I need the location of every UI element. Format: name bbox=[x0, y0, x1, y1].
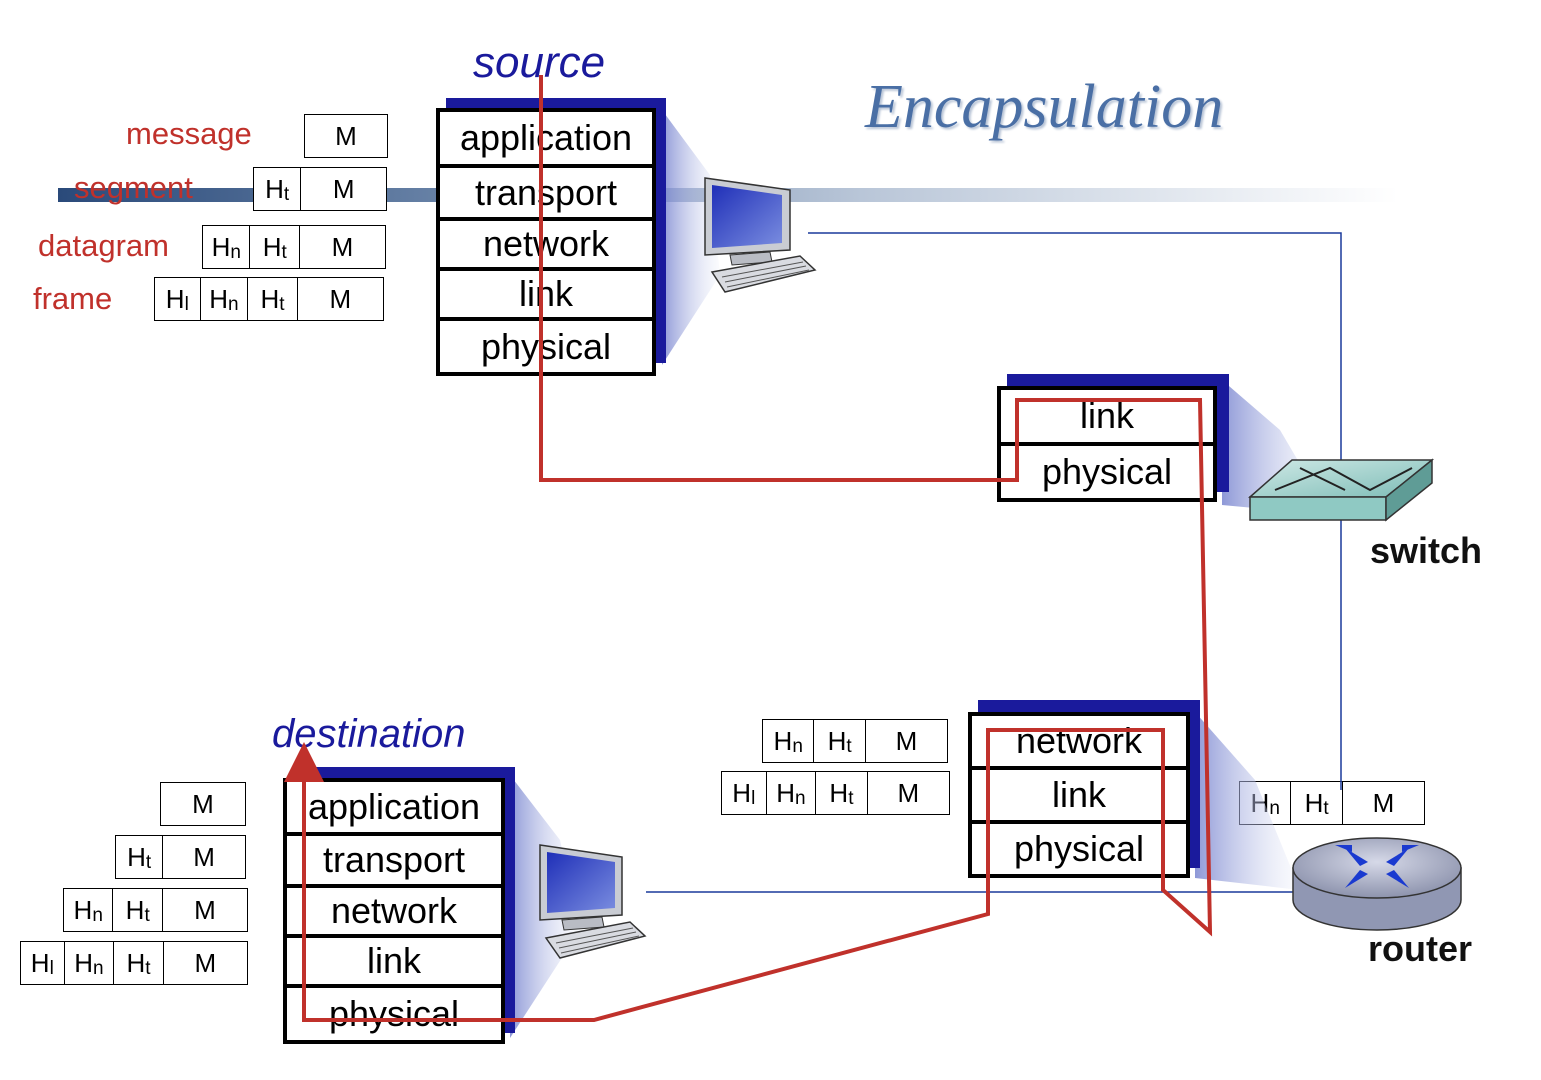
source-layer-application: application bbox=[440, 112, 652, 168]
source-protocol-stack: application transport network link physi… bbox=[436, 98, 668, 378]
segment-label: segment bbox=[74, 170, 193, 205]
router-icon bbox=[1292, 837, 1462, 931]
switch-icon bbox=[1248, 458, 1435, 522]
destination-layer-physical: physical bbox=[328, 993, 460, 1034]
payload-m: M bbox=[1372, 787, 1395, 818]
destination-layer-transport: transport bbox=[287, 836, 501, 888]
payload-m: M bbox=[193, 841, 215, 872]
router-wedge bbox=[1195, 712, 1300, 890]
destination-layer-application: application bbox=[287, 782, 501, 836]
switch-layer-link: link bbox=[1001, 390, 1213, 446]
source-computer-icon bbox=[704, 177, 817, 293]
destination-computer-icon bbox=[539, 844, 647, 959]
router-layer-network: network bbox=[972, 716, 1186, 770]
destination-protocol-stack: application transport network link physi… bbox=[283, 767, 517, 1045]
switch-layer-physical: physical bbox=[1041, 451, 1173, 492]
destination-layer-link: link bbox=[287, 938, 501, 988]
source-layer-network: network bbox=[440, 221, 652, 271]
message-label: message bbox=[126, 116, 252, 151]
source-layer-transport: transport bbox=[440, 168, 652, 221]
router-layer-physical: physical bbox=[1013, 828, 1145, 869]
frame-label: frame bbox=[33, 281, 113, 316]
payload-m: M bbox=[194, 947, 217, 978]
datagram-label: datagram bbox=[38, 228, 169, 263]
destination-layer-network: network bbox=[287, 888, 501, 938]
router-layer-link: link bbox=[972, 770, 1186, 824]
switch-protocol-stack: link physical bbox=[997, 374, 1229, 504]
source-layer-physical: physical bbox=[480, 325, 612, 367]
router-protocol-stack: network link physical bbox=[968, 700, 1202, 880]
switch-label: switch bbox=[1370, 530, 1483, 571]
destination-message-pdu: M bbox=[160, 782, 246, 826]
source-layer-link: link bbox=[440, 271, 652, 321]
payload-m: M bbox=[192, 788, 214, 819]
router-label: router bbox=[1368, 928, 1473, 969]
payload-m: M bbox=[194, 894, 216, 925]
